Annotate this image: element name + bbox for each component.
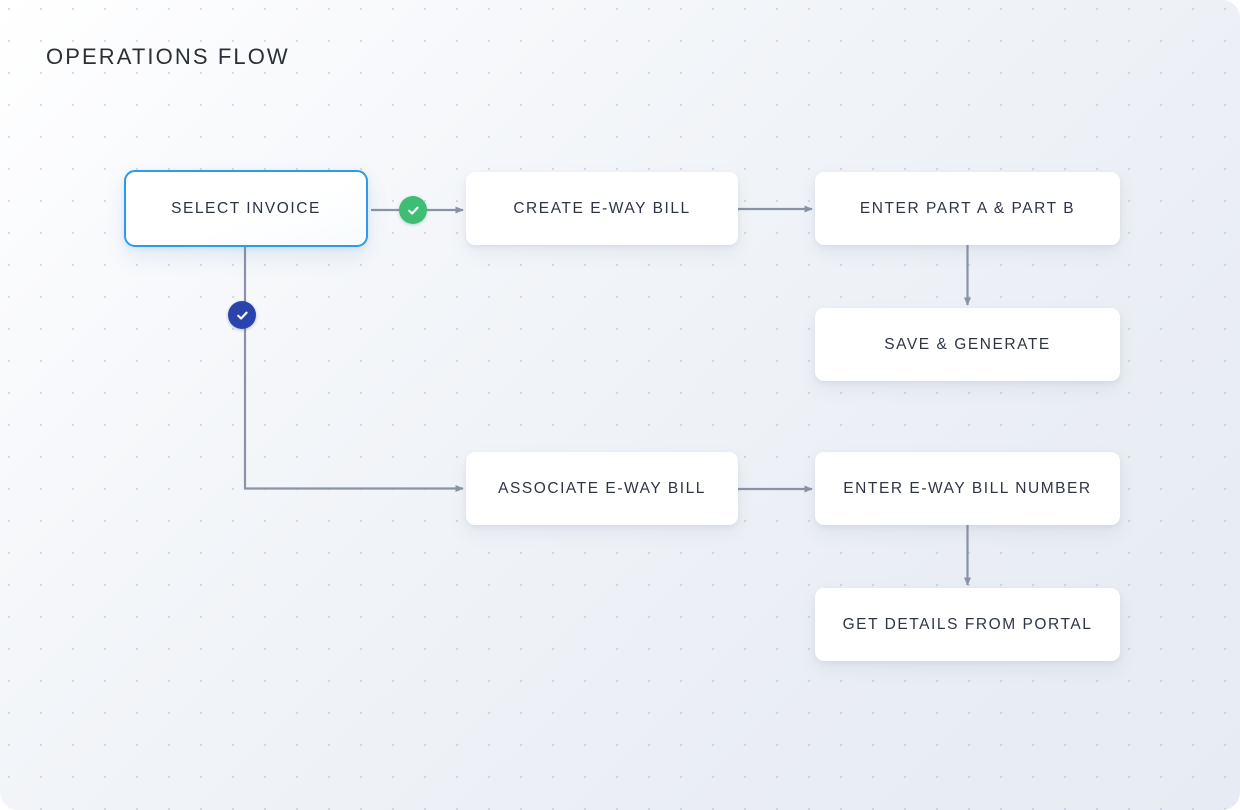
check-icon [235, 308, 250, 323]
page-title: OPERATIONS FLOW [46, 44, 290, 69]
node-label: ENTER E-WAY BILL NUMBER [843, 479, 1092, 497]
status-badge-check-green[interactable] [399, 196, 427, 224]
node-label: SELECT INVOICE [171, 199, 321, 217]
node-label: ASSOCIATE E-WAY BILL [498, 479, 706, 497]
status-badge-check-blue[interactable] [228, 301, 256, 329]
check-icon [406, 203, 421, 218]
node-associate-e-way-bill[interactable]: ASSOCIATE E-WAY BILL [466, 452, 738, 525]
node-label: ENTER PART A & PART B [859, 199, 1076, 217]
edge-select-invoice-to-associate-e-way-bill [243, 247, 464, 493]
node-label: GET DETAILS FROM PORTAL [842, 615, 1093, 633]
node-save-and-generate[interactable]: SAVE & GENERATE [815, 308, 1120, 381]
node-create-e-way-bill[interactable]: CREATE E-WAY BILL [466, 172, 738, 245]
node-enter-e-way-bill-number[interactable]: ENTER E-WAY BILL NUMBER [815, 452, 1120, 525]
node-select-invoice[interactable]: SELECT INVOICE [124, 170, 368, 247]
node-enter-part-a-part-b[interactable]: ENTER PART A & PART B [815, 172, 1120, 245]
node-label: CREATE E-WAY BILL [513, 199, 691, 217]
node-get-details-from-portal[interactable]: GET DETAILS FROM PORTAL [815, 588, 1120, 661]
node-label: SAVE & GENERATE [884, 335, 1051, 353]
